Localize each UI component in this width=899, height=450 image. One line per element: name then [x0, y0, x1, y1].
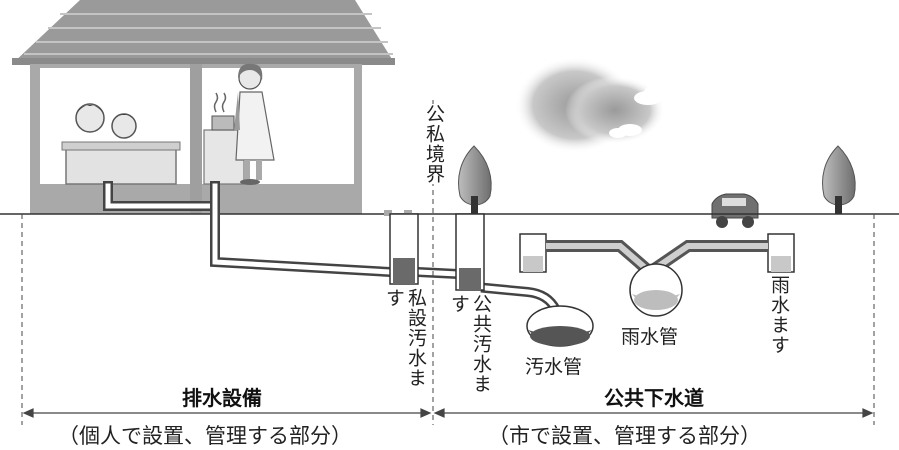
sewage-main-pipe [526, 305, 594, 347]
right-section-title: 公共下水道 [604, 386, 704, 410]
private-manhole-label: 私設汚水ます [383, 288, 427, 388]
bath-scene [61, 103, 181, 185]
house-body [30, 64, 362, 214]
rain-manhole-label: 雨水ます [768, 275, 790, 355]
house-roof [12, 0, 395, 65]
private-manhole [384, 210, 419, 285]
house-drain-pipes [103, 181, 563, 317]
left-section-title: 排水設備 [182, 386, 262, 410]
cloud [515, 57, 676, 153]
public-manhole [455, 213, 485, 291]
car [711, 193, 759, 228]
left-section-note: （個人で設置、管理する部分） [58, 424, 352, 448]
kitchen-scene [203, 63, 275, 185]
public-manhole-label: 公共汚水ます [448, 294, 492, 394]
boundary-label: 公私境界 [423, 104, 445, 184]
rain-pipe-label: 雨水管 [621, 326, 679, 348]
right-section-note: （市で設置、管理する部分） [488, 424, 761, 448]
sewage-pipe-label: 汚水管 [525, 356, 583, 378]
range-arrows [22, 408, 874, 418]
rain-system [519, 233, 795, 317]
tree-right [822, 145, 856, 214]
tree-left [458, 145, 492, 214]
